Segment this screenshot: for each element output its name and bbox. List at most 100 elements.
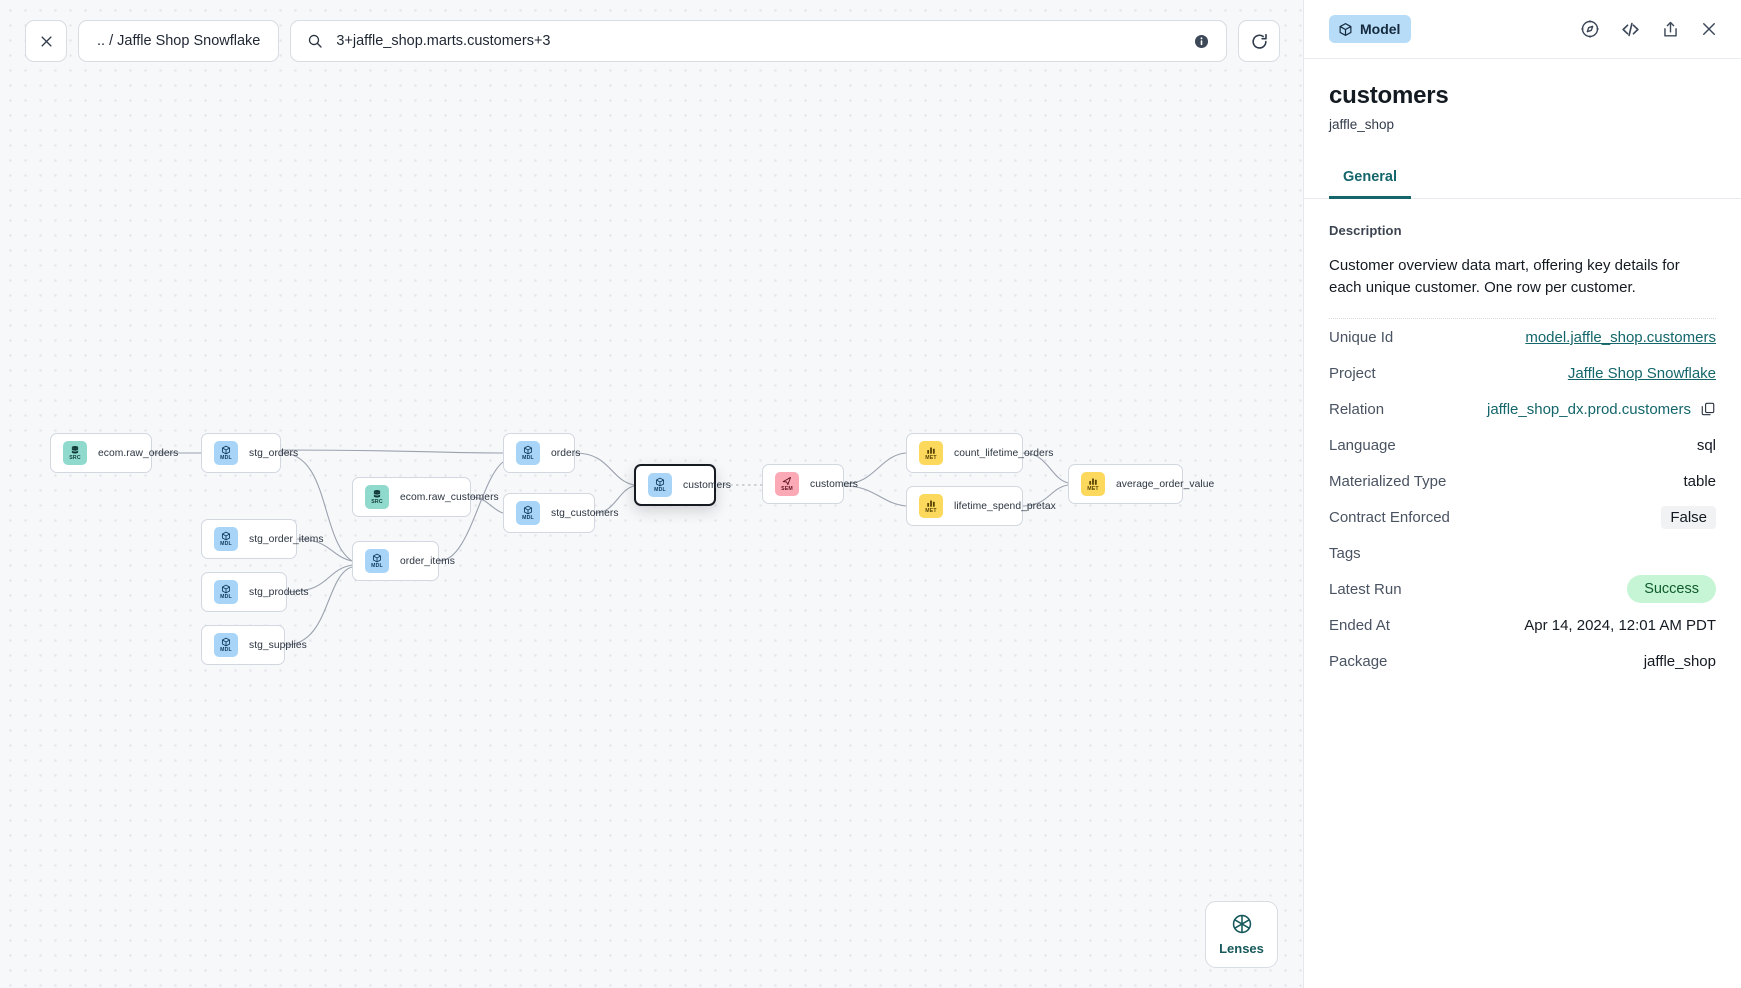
node-label: customers [810,478,858,490]
lineage-node-customers_semantic[interactable]: SEM customers [762,464,858,504]
details-tabs: General [1304,159,1741,199]
metadata-value: sql [1696,436,1716,454]
refresh-lineage-button[interactable] [1238,20,1280,62]
share-icon[interactable] [1661,20,1680,39]
metadata-value-link[interactable]: Jaffle Shop Snowflake [1567,364,1716,382]
metadata-key: Project [1329,364,1376,382]
metadata-value-with-copy: jaffle_shop_dx.prod.customers [1487,401,1716,418]
locate-icon[interactable] [1580,19,1600,39]
lineage-search-input[interactable]: 3+jaffle_shop.marts.customers+3 [336,33,551,49]
metadata-row: Project Jaffle Shop Snowflake [1329,355,1716,391]
page-title: customers [1329,82,1449,109]
node-label: ecom.raw_orders [98,447,179,459]
close-icon [40,35,52,47]
status-badge: False [1661,505,1716,529]
canvas-toolbar: .. / Jaffle Shop Snowflake 3+jaffle_shop… [25,20,1280,62]
node-label: lifetime_spend_pretax [954,500,1056,512]
mdl-icon [221,445,231,455]
divider [1329,318,1716,320]
node-label: stg_products [249,586,309,598]
metadata-key: Latest Run [1329,580,1402,598]
node-type-badge-src: SRC [365,485,389,509]
node-label: count_lifetime_orders [954,447,1054,459]
lenses-button[interactable]: Lenses [1205,901,1278,968]
mdl-icon [221,637,231,647]
breadcrumb-chip[interactable]: .. / Jaffle Shop Snowflake [78,20,280,62]
node-type-badge-met: MET [1081,472,1105,496]
lineage-node-order_items[interactable]: MDL order_items [352,541,455,581]
node-label: stg_orders [249,447,299,459]
metadata-key: Materialized Type [1329,472,1447,490]
lineage-search-bar[interactable]: 3+jaffle_shop.marts.customers+3 [290,20,1227,62]
description-label: Description [1329,223,1402,238]
details-title-block: customers jaffle_shop [1304,59,1741,132]
node-type-badge-met: MET [919,494,943,518]
mdl-icon [523,505,533,515]
metadata-value: table [1683,472,1716,490]
src-icon [372,489,382,499]
lineage-node-count_lifetime_orders[interactable]: MET count_lifetime_orders [906,433,1053,473]
page-subtitle: jaffle_shop [1329,117,1395,132]
node-type-badge-mdl: MDL [648,473,672,497]
lenses-label: Lenses [1219,941,1264,956]
metadata-row: Language sql [1329,427,1716,463]
sem-icon [782,476,792,486]
metadata-key: Unique Id [1329,328,1394,346]
node-label: stg_order_items [249,533,324,545]
lineage-node-lifetime_spend_pretax[interactable]: MET lifetime_spend_pretax [906,486,1056,526]
lineage-node-ecom_raw_customers[interactable]: SRC ecom.raw_customers [352,477,499,517]
code-icon[interactable] [1620,19,1641,40]
node-label: orders [551,447,581,459]
details-header: Model [1304,0,1741,59]
metadata-row: Contract Enforced False [1329,499,1716,535]
details-header-actions [1580,19,1718,40]
node-type-badge-met: MET [919,441,943,465]
metadata-key: Contract Enforced [1329,508,1450,526]
info-circle-icon[interactable] [1193,33,1210,50]
lineage-canvas[interactable]: .. / Jaffle Shop Snowflake 3+jaffle_shop… [0,0,1303,988]
node-label: average_order_value [1116,478,1215,490]
copy-icon[interactable] [1700,401,1716,417]
lineage-node-stg_orders[interactable]: MDL stg_orders [201,433,298,473]
node-label: ecom.raw_customers [400,491,499,503]
node-type-badge-sem: SEM [775,472,799,496]
lineage-node-orders[interactable]: MDL orders [503,433,580,473]
metadata-row: Unique Id model.jaffle_shop.customers [1329,319,1716,355]
node-type-badge-mdl: MDL [214,441,238,465]
refresh-icon [1251,33,1267,49]
mdl-icon [655,477,665,487]
mdl-icon [523,445,533,455]
node-type-badge-mdl: MDL [516,441,540,465]
node-type-badge-mdl: MDL [214,527,238,551]
close-panel-icon[interactable] [1700,20,1718,38]
metadata-key: Ended At [1329,616,1390,634]
node-type-badge-src: SRC [63,441,87,465]
met-icon [926,498,936,508]
node-type-badge-mdl: MDL [365,549,389,573]
met-icon [1088,476,1098,486]
metadata-key: Language [1329,436,1396,454]
metadata-key: Package [1329,652,1388,670]
metadata-row: Materialized Type table [1329,463,1716,499]
node-label: stg_supplies [249,639,307,651]
metadata-value-link[interactable]: model.jaffle_shop.customers [1525,328,1716,346]
tab-general[interactable]: General [1329,159,1411,199]
metadata-value: jaffle_shop [1643,652,1716,670]
status-badge: Success [1627,575,1716,604]
metadata-value: Apr 14, 2024, 12:01 AM PDT [1524,616,1716,634]
lineage-node-ecom_raw_orders[interactable]: SRC ecom.raw_orders [50,433,178,473]
node-label: order_items [400,555,455,567]
lineage-node-average_order_value[interactable]: MET average_order_value [1068,464,1214,504]
lineage-node-stg_order_items[interactable]: MDL stg_order_items [201,519,324,559]
metadata-key: Tags [1329,544,1361,562]
close-lineage-button[interactable] [25,20,67,62]
resource-type-pill[interactable]: Model [1329,15,1412,43]
details-body: Description Customer overview data mart,… [1304,199,1741,679]
met-icon [926,445,936,455]
